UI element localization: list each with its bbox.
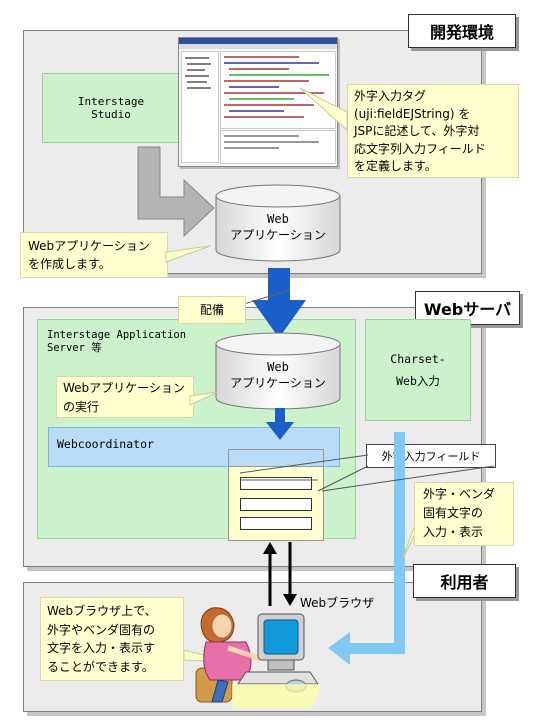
- exec-arrow: [266, 408, 294, 440]
- browser-note: Webブラウザ上で、 外字やベンダ固有の 文字を入力・表示す ることができます。: [40, 597, 184, 681]
- create-webapp-note: Webアプリケーション を作成します。: [20, 232, 168, 278]
- ide-code-lines: [185, 56, 329, 149]
- vendor-char-note: 外字・ベンダ 固有文字の 入力・表示: [414, 482, 514, 546]
- studio-to-webapp-arrow: [137, 146, 215, 238]
- interstage-app-server-label: Interstage Application Server 等: [47, 329, 187, 354]
- dev-webapp-line2: アプリケーション: [230, 227, 326, 242]
- ext-char-input-field-3[interactable]: [240, 517, 312, 530]
- server-webapp-cylinder: [215, 332, 341, 410]
- user-at-pc-illustration: [195, 607, 322, 708]
- studio-label-line2: Studio: [91, 108, 131, 121]
- charset-line1: Charset-: [390, 352, 446, 366]
- user-title: 利用者: [413, 564, 516, 598]
- deploy-label: 配備: [178, 296, 246, 324]
- create-note-pointer: [165, 245, 211, 263]
- dev-webapp-label: Web アプリケーション: [216, 207, 340, 247]
- server-webapp-line2: アプリケーション: [230, 375, 326, 390]
- ext-char-field-label: 外字入力フィールド: [366, 444, 496, 468]
- callout-pointer: [299, 87, 348, 132]
- charset-to-pc-arrow: [328, 432, 405, 665]
- webcoordinator-label: Webcoordinator: [57, 437, 154, 451]
- dev-webapp-cylinder: [215, 184, 341, 262]
- form-mockup: [228, 449, 324, 541]
- exec-note-pointer: [189, 391, 219, 406]
- dev-webapp-line1: Web: [267, 211, 289, 226]
- ide-screenshot-image: [178, 37, 338, 167]
- exec-webapp-note: Webアプリケーション の実行: [56, 376, 194, 418]
- browser-label: Webブラウザ: [300, 596, 375, 610]
- server-webapp-label: Web アプリケーション: [216, 355, 340, 395]
- ext-char-input-field-2[interactable]: [240, 498, 312, 511]
- studio-label-line1: Interstage: [77, 95, 145, 108]
- server-webapp-line1: Web: [267, 359, 289, 374]
- deploy-arrow: [252, 268, 306, 338]
- browser-down-arrow: [283, 542, 297, 606]
- charset-line2: Web入力: [396, 374, 440, 388]
- browser-up-arrow: [263, 542, 277, 606]
- dev-env-title: 開発環境: [408, 14, 516, 48]
- charset-web-box: Charset- Web入力: [365, 319, 471, 421]
